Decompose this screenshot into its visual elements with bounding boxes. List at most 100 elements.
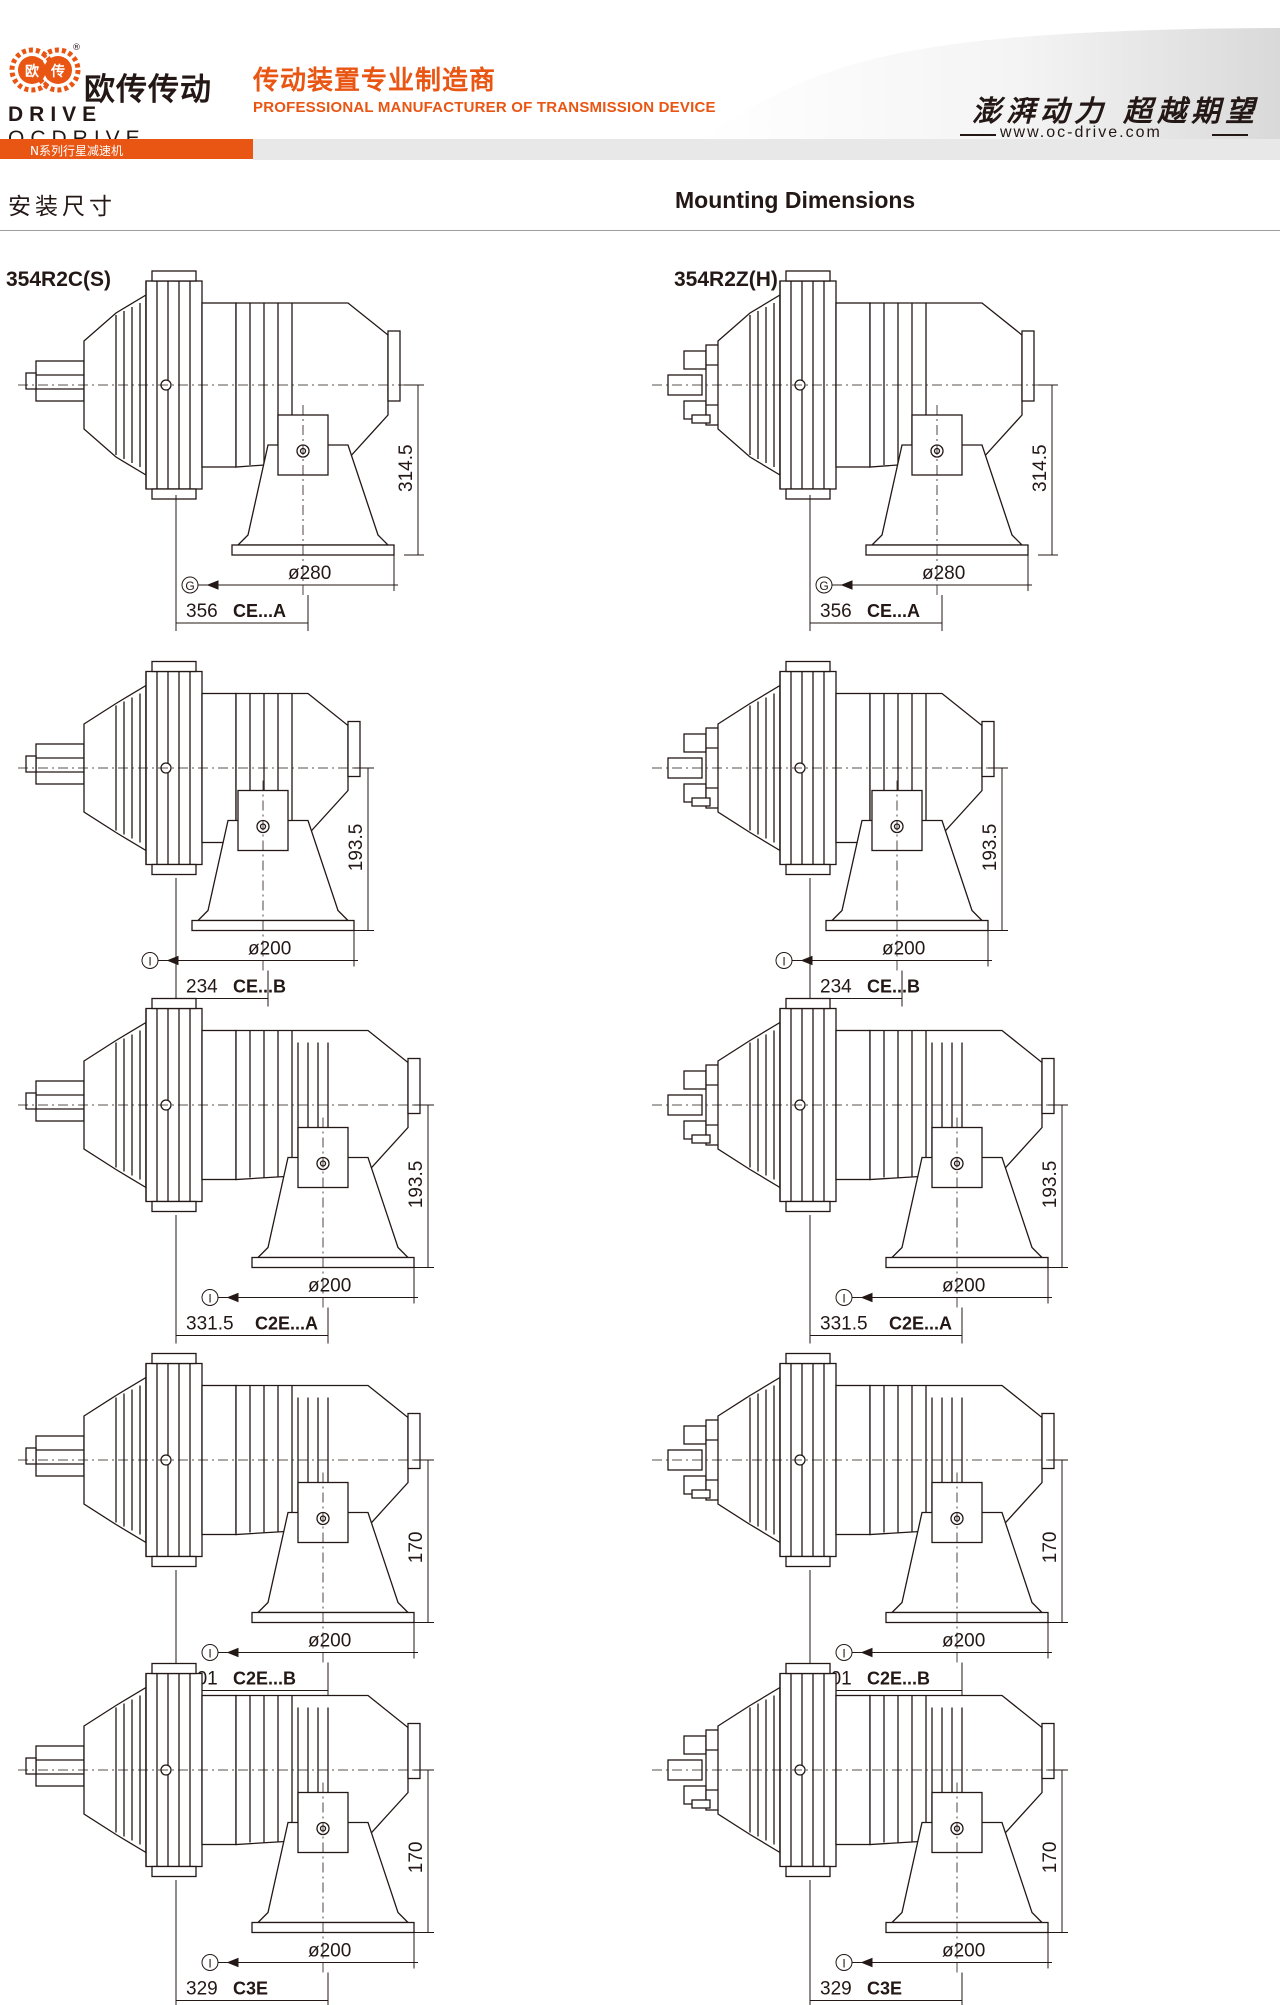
height-dimension: 314.5 [396, 444, 417, 492]
section-title-en: Mounting Dimensions [675, 187, 916, 213]
diameter-dimension: ø200 [248, 939, 291, 960]
logo-char-left: 欧 [25, 63, 39, 80]
height-dimension: 170 [1040, 1842, 1061, 1874]
marker-icon: I [775, 952, 793, 969]
diameter-dimension: ø200 [308, 1631, 351, 1652]
reducer-outline [667, 997, 1055, 1269]
model-code: C2E...A [889, 1314, 952, 1334]
dimension-drawing: 170Iø200301C2E...B [642, 1352, 1202, 1699]
reducer-outline [667, 1662, 1055, 1934]
marker-icon: G [181, 576, 199, 594]
dimension-lines [809, 384, 1058, 631]
marker-label: I [208, 1292, 211, 1306]
height-dimension: 170 [1040, 1532, 1061, 1564]
header-background [253, 28, 1280, 160]
reducer-outline [25, 1662, 421, 1934]
model-code: CE...B [233, 977, 286, 997]
dimension-lines [158, 767, 374, 1007]
length-dimension: 329 [820, 1979, 852, 2000]
height-dimension: 314.5 [1030, 444, 1051, 492]
length-dimension: 234 [820, 977, 852, 998]
brand-name-cn: 欧传传动 [84, 72, 212, 108]
section-divider [0, 230, 1280, 231]
brand-logo[interactable]: 欧 传 ® 欧传传动 DRIVE OCDRIVE [8, 38, 238, 150]
model-code: C2E...B [867, 1669, 930, 1689]
reducer-outline [667, 1352, 1055, 1624]
gear-logo-icon: 欧 传 ® [9, 43, 81, 93]
dimension-lines [809, 1104, 1068, 1344]
logo-char-right: 传 [50, 63, 65, 80]
dimension-drawing: 170Iø200301C2E...B [8, 1352, 568, 1699]
marker-label: G [819, 579, 828, 593]
length-dimension: 234 [186, 977, 218, 998]
diameter-dimension: ø200 [942, 1631, 985, 1652]
length-dimension: 356 [820, 601, 852, 622]
height-dimension: 193.5 [980, 824, 1001, 872]
length-dimension: 329 [186, 1979, 218, 2000]
dimension-lines [175, 1104, 434, 1344]
marker-icon: I [835, 1954, 853, 1971]
reducer-outline [25, 997, 421, 1269]
reducer-outline [667, 660, 995, 932]
marker-label: I [842, 1957, 845, 1971]
diameter-dimension: ø200 [942, 1941, 985, 1962]
model-code: CE...A [233, 601, 286, 621]
model-code: C2E...A [255, 1314, 318, 1334]
marker-label: I [148, 955, 151, 969]
tagline-en: PROFESSIONAL MANUFACTURER OF TRANSMISSIO… [253, 99, 716, 116]
diameter-dimension: ø200 [942, 1276, 985, 1297]
model-label-left: 354R2C(S) [6, 268, 112, 291]
website-divider-left [960, 134, 996, 136]
marker-icon: G [815, 576, 833, 594]
model-code: CE...B [867, 977, 920, 997]
marker-label: I [782, 955, 785, 969]
reducer-outline [25, 1352, 421, 1624]
length-dimension: 331.5 [820, 1314, 868, 1335]
height-dimension: 170 [406, 1842, 427, 1874]
reducer-outline [667, 270, 1035, 556]
height-dimension: 193.5 [346, 824, 367, 872]
website-link[interactable]: www.oc-drive.com [1000, 124, 1162, 141]
diameter-dimension: ø280 [288, 563, 331, 584]
series-label: N系列行星减速机 [30, 144, 123, 158]
dimension-lines [792, 767, 1008, 1007]
height-dimension: 193.5 [406, 1161, 427, 1209]
model-code: C2E...B [233, 1669, 296, 1689]
marker-icon: I [201, 1289, 219, 1306]
reducer-outline [25, 270, 401, 556]
marker-label: I [208, 1957, 211, 1971]
marker-icon: I [141, 952, 159, 969]
marker-icon: I [835, 1644, 853, 1661]
model-code: C3E [233, 1979, 268, 1999]
drawing-svg: 170Iø200301C2E...B [652, 1352, 1072, 1699]
section-title-cn: 安装尺寸 [8, 194, 116, 220]
series-tab[interactable] [0, 139, 253, 159]
marker-label: I [208, 1647, 211, 1661]
dimension-lines [175, 384, 424, 631]
tagline-cn: 传动装置专业制造商 [253, 66, 497, 96]
height-dimension: 193.5 [1040, 1161, 1061, 1209]
website-divider-right [1212, 134, 1248, 136]
length-dimension: 331.5 [186, 1314, 234, 1335]
reducer-outline [25, 660, 361, 932]
model-code: C3E [867, 1979, 902, 1999]
diameter-dimension: ø200 [882, 939, 925, 960]
brand-name-en-bold: DRIVE [8, 103, 103, 126]
model-code: CE...A [867, 601, 920, 621]
page-header: 欧 传 ® 欧传传动 DRIVE OCDRIVE 传动装置专业制造商 PROFE… [0, 0, 1280, 160]
height-dimension: 170 [406, 1532, 427, 1564]
diameter-dimension: ø200 [308, 1941, 351, 1962]
marker-label: I [842, 1292, 845, 1306]
marker-label: I [842, 1647, 845, 1661]
